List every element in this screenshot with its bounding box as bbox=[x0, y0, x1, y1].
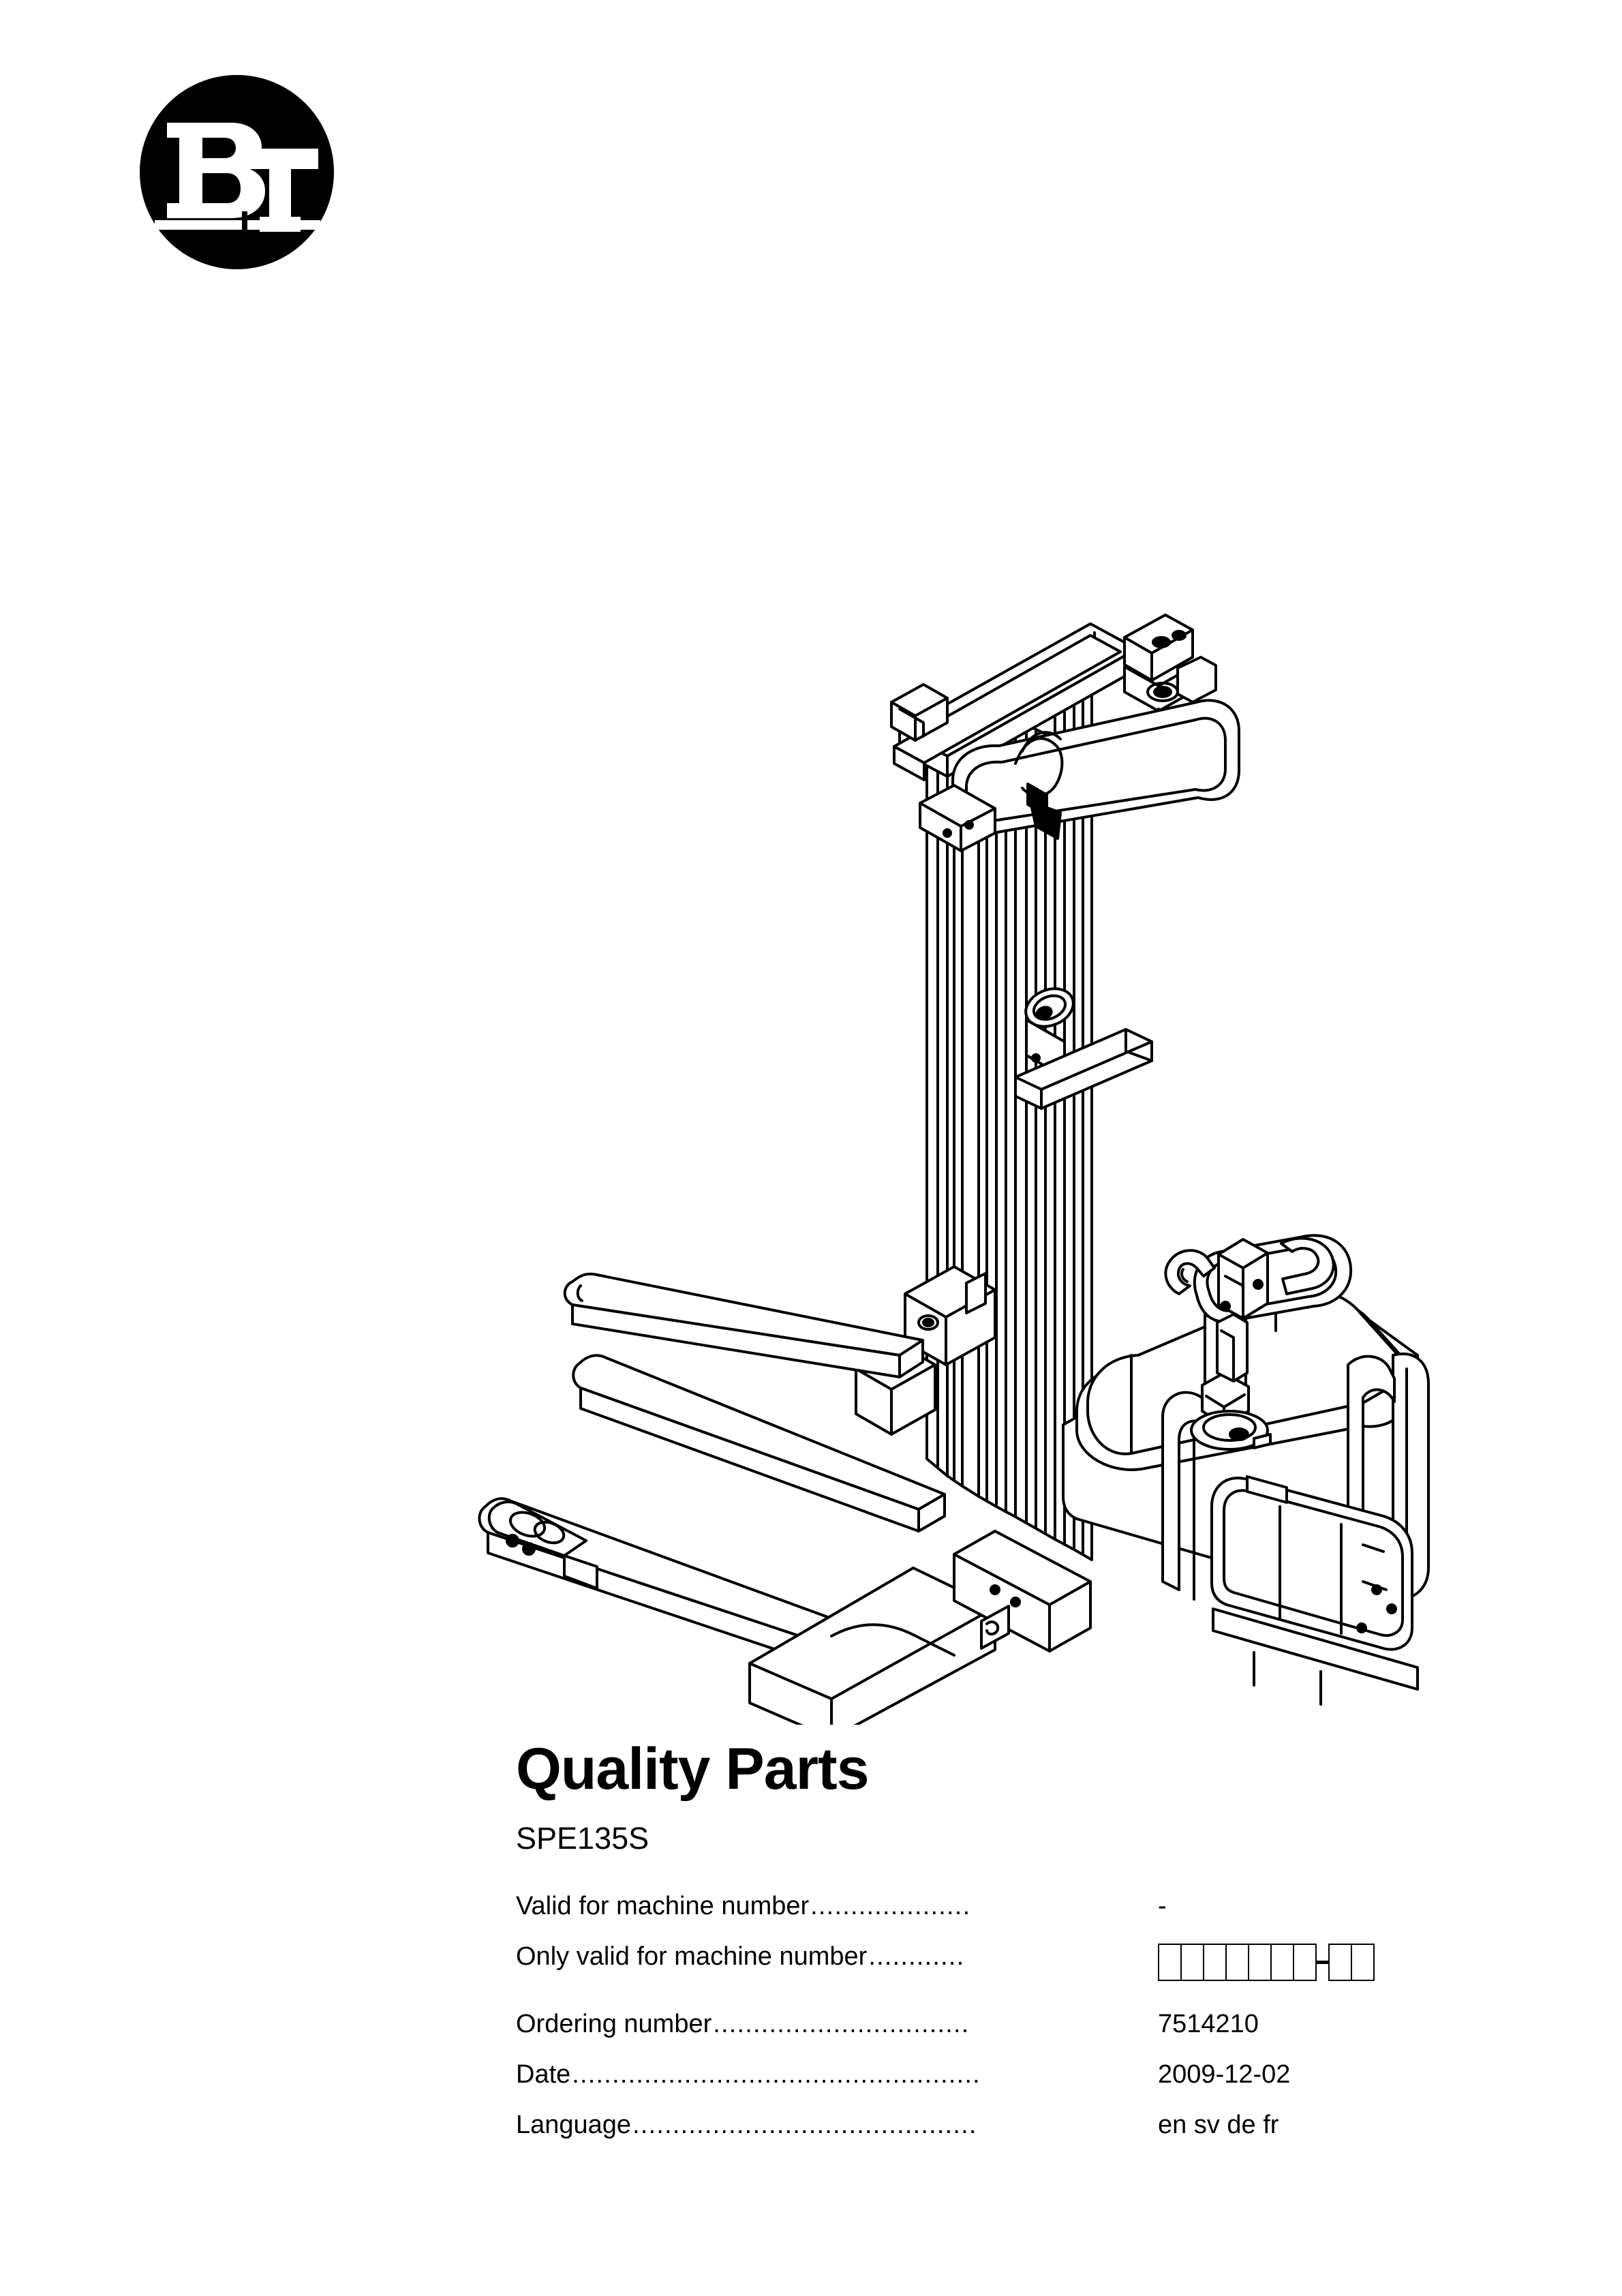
serial-number-entry-field[interactable] bbox=[1143, 1944, 1429, 1981]
serial-cell[interactable] bbox=[1225, 1944, 1249, 1981]
spec-value-valid-for-machine-number: - bbox=[1158, 1892, 1167, 1920]
serial-cell[interactable] bbox=[1270, 1944, 1294, 1981]
machine-illustration bbox=[477, 600, 1445, 1725]
bt-logo bbox=[140, 75, 334, 269]
serial-number-group-left[interactable] bbox=[1158, 1944, 1317, 1981]
spec-row-ordering-number: Ordering number ........................… bbox=[516, 2011, 1429, 2037]
spec-leader-dots: ................................ bbox=[713, 2011, 970, 2037]
logo-underline-bar bbox=[155, 220, 247, 230]
bt-logo-svg bbox=[140, 75, 334, 269]
serial-cell[interactable] bbox=[1351, 1944, 1375, 1981]
spec-leader-dots: ............ bbox=[868, 1944, 965, 1969]
serial-cell[interactable] bbox=[1158, 1944, 1182, 1981]
model-designation: SPE135S bbox=[516, 1821, 649, 1856]
spec-row-valid-for-machine-number: Valid for machine number ...............… bbox=[516, 1893, 1429, 1919]
spec-value-ordering-number: 7514210 bbox=[1158, 2010, 1259, 2038]
serial-cell[interactable] bbox=[1248, 1944, 1272, 1981]
serial-number-group-right[interactable] bbox=[1328, 1944, 1375, 1981]
spec-label-valid-for-machine-number: Valid for machine number bbox=[516, 1892, 810, 1920]
spec-row-language: Language ...............................… bbox=[516, 2112, 1429, 2138]
pallet-stacker-drawing bbox=[478, 614, 1430, 1725]
spec-label-only-valid-for-machine-number: Only valid for machine number bbox=[516, 1942, 868, 1971]
spec-label-date: Date bbox=[516, 2060, 571, 2089]
page-title: Quality Parts bbox=[516, 1736, 870, 1802]
spec-leader-dots: ........................................… bbox=[632, 2112, 977, 2138]
serial-cell[interactable] bbox=[1328, 1944, 1352, 1981]
spec-label-ordering-number: Ordering number bbox=[516, 2010, 712, 2038]
title-block: Quality Parts SPE135S Valid for machine … bbox=[516, 1740, 1429, 2138]
logo-letter-t bbox=[242, 149, 318, 232]
spec-row-only-valid-for-machine-number: Only valid for machine number ..........… bbox=[516, 1944, 1429, 1981]
spec-label-language: Language bbox=[516, 2111, 632, 2139]
spec-leader-dots: .................... bbox=[810, 1893, 971, 1919]
serial-separator-dash bbox=[1317, 1961, 1328, 1964]
spec-value-language: en sv de fr bbox=[1158, 2111, 1279, 2139]
spec-leader-dots: ........................................… bbox=[572, 2061, 981, 2087]
spec-value-date: 2009-12-02 bbox=[1158, 2060, 1291, 2089]
logo-t-stem-notch bbox=[242, 211, 247, 232]
serial-cell[interactable] bbox=[1293, 1944, 1317, 1981]
logo-letter-b bbox=[167, 123, 265, 218]
serial-cell[interactable] bbox=[1180, 1944, 1204, 1981]
logo-underline-bar-right bbox=[247, 220, 320, 230]
spec-row-date: Date ...................................… bbox=[516, 2061, 1429, 2087]
serial-cell[interactable] bbox=[1203, 1944, 1227, 1981]
